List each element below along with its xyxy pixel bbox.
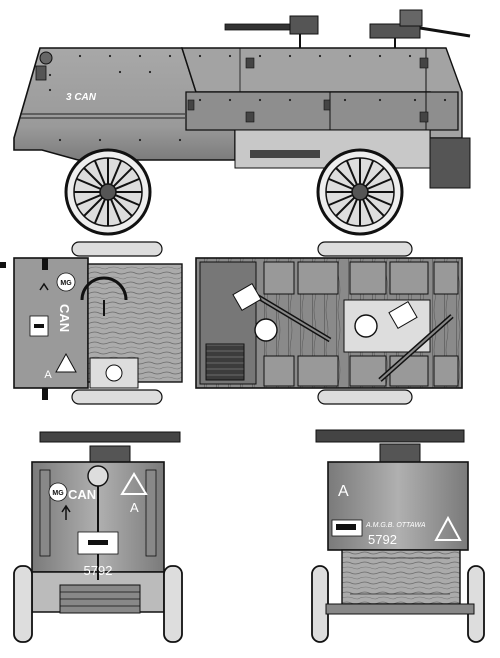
front-plate-number: 5792 (84, 563, 113, 578)
front-unit-marking: CAN (68, 487, 96, 502)
top-triangle-letter: A (44, 369, 52, 381)
rear-armour (327, 461, 469, 551)
rear-view: A A.M.G.B. OTTAWA 5792 (311, 429, 485, 643)
side-hinges (187, 57, 429, 123)
top-ammo-boxes (263, 261, 459, 387)
top-view: MG CAN A (0, 241, 463, 405)
front-roundel: MG (52, 490, 64, 497)
front-headlamp (87, 465, 109, 487)
front-view: MG CAN A 5792 (13, 431, 183, 643)
top-mg-roundel (56, 272, 76, 292)
rear-unit-text: A.M.G.B. OTTAWA (365, 522, 426, 529)
top-gun-mounts (232, 283, 454, 382)
side-unit-marking: 3 CAN (66, 92, 97, 103)
top-hood (13, 257, 89, 389)
rear-plate-number: 5792 (368, 532, 397, 547)
side-headlamp (39, 51, 53, 65)
side-machine-guns (224, 9, 471, 48)
side-rear-wheel (316, 148, 404, 236)
side-view: 3 CAN (13, 9, 471, 236)
side-rivets (48, 54, 447, 142)
rear-letter: A (338, 483, 349, 500)
front-mg-barrel (39, 431, 181, 443)
side-front-wheel (64, 148, 152, 236)
rear-tailboard (341, 549, 461, 605)
side-upper-panel (185, 91, 459, 131)
top-unit-marking: CAN (57, 304, 72, 332)
top-wheels (71, 241, 413, 405)
front-letter: A (130, 500, 139, 515)
rear-mg-barrel (315, 429, 465, 443)
top-mg-text: MG (60, 280, 72, 287)
